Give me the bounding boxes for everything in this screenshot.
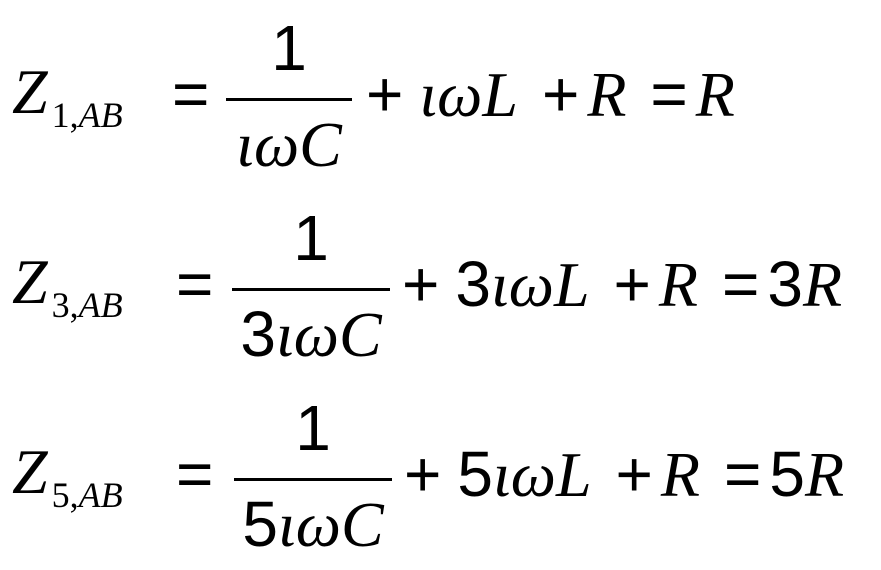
capacitive-fraction: 1 5ιωC	[234, 392, 392, 557]
subscript: 5,AB	[52, 475, 123, 515]
resistance-term: R	[587, 59, 627, 130]
subscript: 1,AB	[52, 95, 123, 135]
subscript: 3,AB	[52, 285, 123, 325]
impedance-symbol: Z	[12, 56, 48, 127]
result-term: R	[804, 439, 845, 510]
subscript-index: 3,	[51, 285, 79, 325]
plus-sign: +	[613, 248, 651, 320]
equals-sign: =	[650, 58, 688, 130]
denominator-term: ιωC	[275, 299, 382, 370]
subscript-index: 5,	[51, 475, 79, 515]
plus-sign: +	[404, 438, 442, 510]
rhs-terms: + 3ιωL +R =3R	[402, 252, 842, 317]
plus-sign: +	[541, 58, 580, 130]
impedance-symbol: Z	[12, 436, 48, 507]
impedance-symbol: Z	[12, 246, 48, 317]
inductive-term: ιωL	[490, 249, 590, 320]
subscript-index: 1,	[51, 95, 79, 135]
result-coefficient: 5	[769, 438, 805, 510]
fraction-bar	[226, 98, 352, 101]
subscript-nodes: AB	[78, 95, 123, 135]
result-term: R	[695, 59, 735, 130]
denominator-term: ιωC	[277, 489, 384, 560]
subscript-nodes: AB	[78, 285, 123, 325]
equals-sign: =	[172, 58, 210, 130]
inductive-term: ιωL	[419, 59, 518, 130]
fraction-numerator: 1	[295, 392, 331, 464]
fraction-denominator: 5ιωC	[234, 492, 392, 557]
inductive-term: ιωL	[492, 439, 592, 510]
result-term: R	[802, 249, 843, 320]
fraction-numerator: 1	[293, 202, 329, 274]
resistance-term: R	[658, 249, 698, 320]
plus-sign: +	[615, 438, 653, 510]
rhs-terms: + ιωL +R =R	[366, 62, 735, 127]
plus-sign: +	[402, 248, 440, 320]
equals-sign: =	[176, 438, 214, 510]
fraction-denominator: ιωC	[226, 112, 352, 177]
fraction-numerator: 1	[271, 12, 307, 84]
resistance-term: R	[660, 439, 700, 510]
fraction-bar	[234, 478, 392, 481]
inductive-coefficient: 3	[455, 248, 491, 320]
equals-sign: =	[724, 438, 762, 510]
rhs-terms: + 5ιωL +R =5R	[404, 442, 844, 507]
inductive-coefficient: 5	[457, 438, 493, 510]
plus-sign: +	[366, 58, 404, 130]
fraction-bar	[232, 288, 390, 291]
denominator-term: ιωC	[236, 109, 342, 180]
result-coefficient: 3	[767, 248, 803, 320]
capacitive-fraction: 1 ιωC	[226, 12, 352, 177]
capacitive-fraction: 1 3ιωC	[232, 202, 390, 367]
denominator-coefficient: 3	[240, 298, 276, 370]
equals-sign: =	[176, 248, 214, 320]
denominator-coefficient: 5	[242, 488, 278, 560]
fraction-denominator: 3ιωC	[232, 302, 390, 367]
equals-sign: =	[722, 248, 760, 320]
subscript-nodes: AB	[78, 475, 123, 515]
